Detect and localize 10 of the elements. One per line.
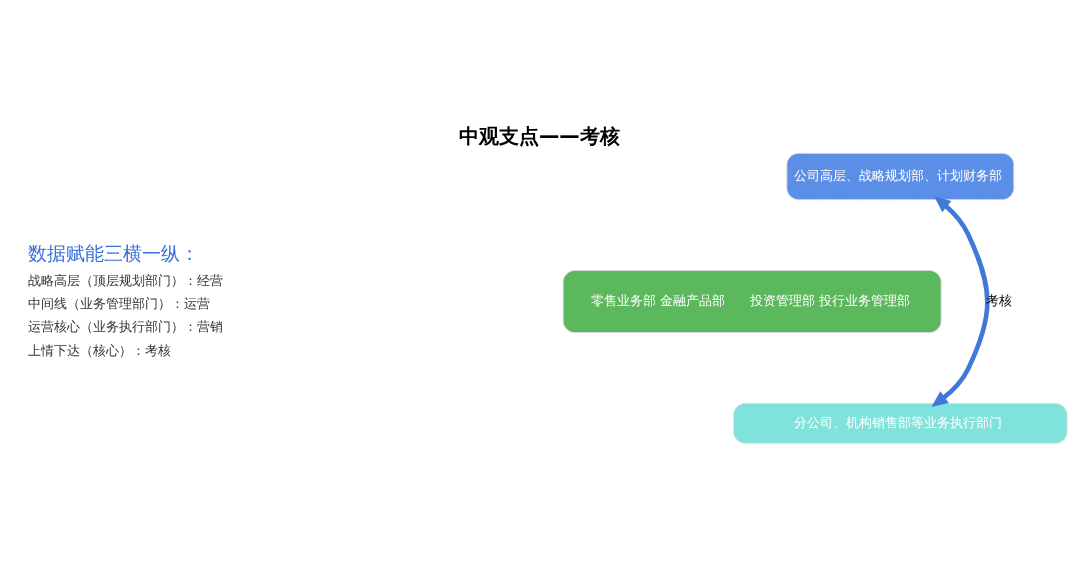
label: 数据赋能三横一纵： [27, 242, 199, 264]
label: 战略高层（顶层规划部门）：经营 [27, 273, 223, 289]
node-box: 零售业务部 金融产品部 投资管理部 投行业务管理部 [562, 270, 942, 334]
label: 上情下达（核心）：考核 [27, 342, 171, 358]
node-box: 分公司、机构销售部等业务执行部门 [733, 403, 1068, 444]
label: 中间线（业务管理部门）：运营 [27, 296, 210, 312]
label: 运营核心（业务执行部门）：营销 [27, 319, 223, 335]
diagram-title: 中观支点——考核 [458, 123, 620, 148]
node-box: 公司高层、战略规划部、计划财务部 [786, 152, 1015, 201]
arrow [931, 196, 990, 407]
